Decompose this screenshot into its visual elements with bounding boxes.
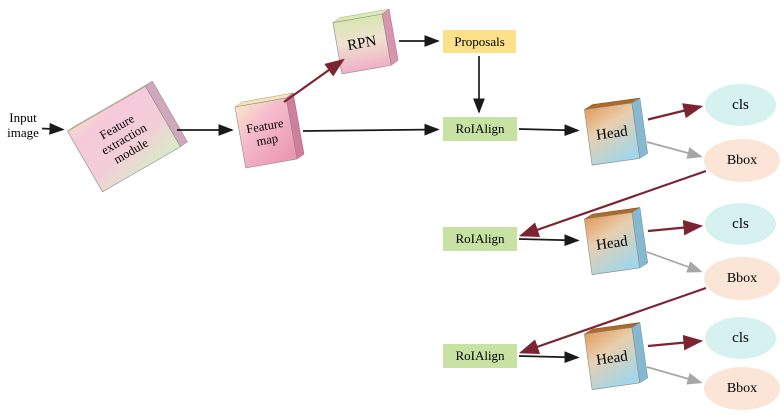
arrow-roialign1-to-head1 bbox=[518, 124, 580, 137]
arrow-head3-to-bbox3 bbox=[646, 366, 703, 385]
rpn-plate bbox=[332, 8, 399, 75]
arrow-input-to-fem bbox=[41, 122, 65, 135]
arrow-featuremap-to-roialign1 bbox=[302, 123, 440, 136]
arrow-head1-to-cls1 bbox=[647, 103, 704, 121]
roialign-node-3: RoIAlign bbox=[443, 344, 517, 368]
arrow-head2-to-bbox2 bbox=[646, 251, 703, 273]
feature-map-plate bbox=[234, 92, 305, 169]
input-image-label: Input image bbox=[7, 110, 39, 140]
feature-extraction-plate bbox=[67, 80, 188, 193]
arrow-head3-to-cls3 bbox=[647, 334, 704, 351]
cls-ellipse-1: cls bbox=[705, 84, 776, 126]
arrow-featuremap-to-rpn bbox=[283, 58, 345, 103]
arrows-layer bbox=[41, 35, 707, 385]
cls-ellipse-3: cls bbox=[705, 317, 776, 359]
bbox-ellipse-1: Bbox bbox=[704, 139, 780, 182]
proposals-node: Proposals bbox=[443, 30, 516, 53]
arrow-head1-to-bbox1 bbox=[646, 141, 703, 159]
bbox-ellipse-3: Bbox bbox=[704, 367, 780, 410]
bbox-ellipse-2: Bbox bbox=[704, 257, 780, 300]
arrow-bbox1-to-roialign2 bbox=[518, 169, 707, 237]
arrow-roialign2-to-head2 bbox=[518, 234, 580, 247]
cls-ellipse-2: cls bbox=[705, 203, 776, 245]
roialign-node-1: RoIAlign bbox=[443, 117, 517, 141]
arrow-bbox2-to-roialign3 bbox=[518, 286, 707, 354]
arrow-head2-to-cls2 bbox=[647, 219, 704, 236]
roialign-node-2: RoIAlign bbox=[443, 227, 517, 251]
arrow-roialign3-to-head3 bbox=[518, 351, 580, 364]
